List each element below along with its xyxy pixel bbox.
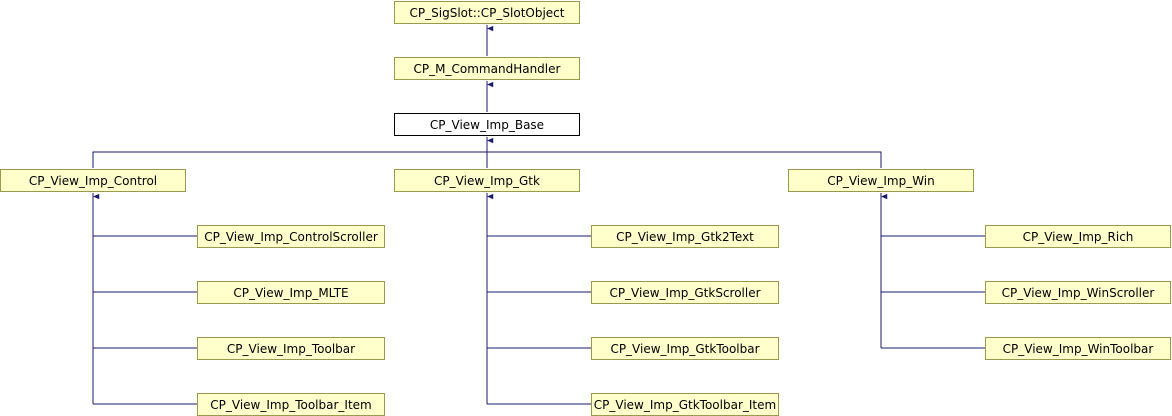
node-gtk2text[interactable]: CP_View_Imp_Gtk2Text (591, 225, 779, 248)
node-winscroller[interactable]: CP_View_Imp_WinScroller (985, 281, 1171, 304)
node-label: CP_View_Imp_GtkScroller (609, 285, 761, 300)
node-label: CP_View_Imp_GtkToolbar (610, 341, 760, 356)
node-controlscroller[interactable]: CP_View_Imp_ControlScroller (197, 225, 385, 248)
node-label: CP_View_Imp_Gtk (434, 173, 540, 188)
edge-control-gtk-win-to-base (92, 151, 882, 168)
node-win[interactable]: CP_View_Imp_Win (788, 169, 974, 192)
node-label: CP_View_Imp_ControlScroller (204, 229, 378, 244)
node-toolbar-item[interactable]: CP_View_Imp_Toolbar_Item (197, 393, 385, 416)
node-sigslot[interactable]: CP_SigSlot::CP_SlotObject (394, 1, 580, 24)
node-label: CP_View_Imp_Rich (1022, 229, 1134, 244)
node-label: CP_M_CommandHandler (413, 61, 561, 76)
node-mlte[interactable]: CP_View_Imp_MLTE (197, 281, 385, 304)
node-cmdhandler[interactable]: CP_M_CommandHandler (394, 57, 580, 80)
node-label: CP_View_Imp_Base (429, 117, 545, 132)
node-gtktoolbar-item[interactable]: CP_View_Imp_GtkToolbar_Item (591, 393, 779, 416)
node-label: CP_View_Imp_WinToolbar (1002, 341, 1154, 356)
node-label: CP_View_Imp_Control (28, 173, 158, 188)
node-wintoolbar[interactable]: CP_View_Imp_WinToolbar (985, 337, 1171, 360)
node-label: CP_View_Imp_GtkToolbar_Item (593, 397, 777, 412)
node-base[interactable]: CP_View_Imp_Base (394, 113, 580, 136)
node-label: CP_View_Imp_Win (827, 173, 935, 188)
node-rich[interactable]: CP_View_Imp_Rich (985, 225, 1171, 248)
node-label: CP_View_Imp_Toolbar (226, 341, 356, 356)
node-label: CP_View_Imp_WinScroller (1001, 285, 1155, 300)
node-label: CP_View_Imp_Gtk2Text (616, 229, 754, 244)
node-label: CP_View_Imp_MLTE (233, 285, 349, 300)
node-label: CP_SigSlot::CP_SlotObject (409, 5, 565, 20)
node-gtktoolbar[interactable]: CP_View_Imp_GtkToolbar (591, 337, 779, 360)
node-label: CP_View_Imp_Toolbar_Item (210, 397, 372, 412)
node-toolbar[interactable]: CP_View_Imp_Toolbar (197, 337, 385, 360)
node-gtkscroller[interactable]: CP_View_Imp_GtkScroller (591, 281, 779, 304)
node-gtk[interactable]: CP_View_Imp_Gtk (394, 169, 580, 192)
node-control[interactable]: CP_View_Imp_Control (0, 169, 186, 192)
